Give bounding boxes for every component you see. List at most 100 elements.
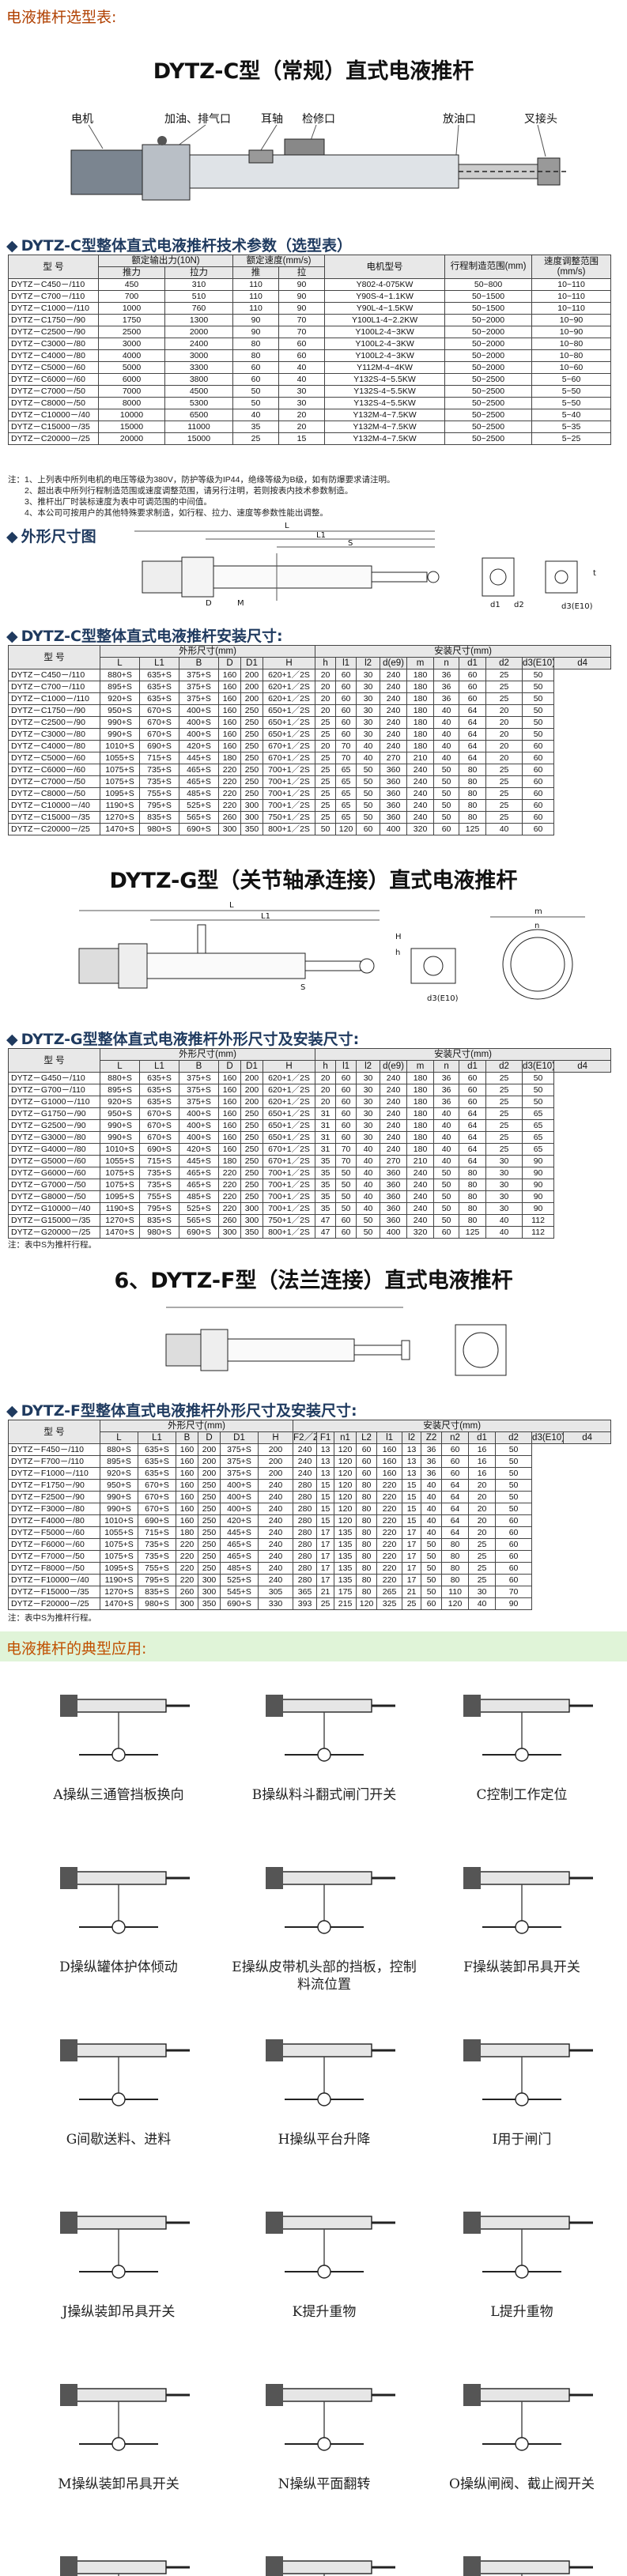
c-outline-diagram (134, 530, 578, 601)
table-cell: 50 (433, 787, 460, 800)
table-cell: 920+S (100, 692, 140, 705)
table-cell: 360 (380, 1202, 408, 1215)
table-cell: 80 (459, 764, 487, 776)
table-cell: 160 (218, 740, 241, 752)
table-cell: 1270+S (100, 1586, 138, 1598)
table-cell: 120 (441, 1597, 470, 1610)
table-cell: 80 (232, 349, 280, 362)
table-cell: 670+1／2S (262, 1155, 316, 1167)
table-cell: 15000 (164, 432, 234, 445)
table-cell: 80 (459, 1202, 487, 1215)
table-cell: 64 (441, 1491, 470, 1503)
application-label: A操纵三通管挡板换向 (53, 1787, 184, 1803)
table-cell: 375+S (179, 1072, 219, 1084)
table-cell: 10~90 (531, 314, 612, 326)
table-cell: DYTZ－C15000－/35 (8, 421, 99, 433)
table-cell: 60 (433, 823, 460, 835)
table-header-row: 型 号 外形尺寸(mm) 安装尺寸(mm) (8, 1420, 612, 1444)
table-cell: 250 (240, 764, 263, 776)
table-cell: 112 (522, 1226, 555, 1239)
table-cell: 3000 (98, 338, 165, 350)
application-label: C控制工作定位 (476, 1787, 568, 1803)
table-cell: 50~2000 (444, 349, 533, 362)
dim-label: n (534, 922, 540, 930)
table-cell: 180 (406, 704, 435, 717)
header-cell: L2 (356, 1431, 378, 1444)
table-cell: 35 (315, 1155, 337, 1167)
slurry-valve-icon (24, 2529, 213, 2576)
table-cell: 70 (335, 1155, 357, 1167)
application-label: G间歇送料、进料 (66, 2132, 172, 2148)
table-cell: 160 (176, 1479, 198, 1492)
application-item: A操纵三通管挡板换向 (24, 1668, 213, 1804)
table-cell: 50 (495, 1443, 533, 1456)
table-cell: 220 (376, 1491, 403, 1503)
table-cell: 15 (278, 432, 326, 445)
table-cell: 635+S (138, 1467, 176, 1480)
table-cell: 40 (485, 1214, 523, 1227)
table-cell: 240 (257, 1514, 294, 1527)
table-cell: 690+S (179, 823, 219, 835)
table-cell: 25 (485, 1119, 523, 1132)
table-cell: 160 (218, 704, 241, 717)
table-cell: 50 (335, 1179, 357, 1191)
table-cell: 735+S (139, 775, 179, 788)
table-cell: 350 (240, 823, 263, 835)
application-label: H操纵平台升降 (278, 2132, 371, 2148)
table-cell: DYTZ－G15000－/35 (8, 1214, 100, 1227)
table-cell: 320 (406, 823, 435, 835)
table-cell: 15 (316, 1514, 335, 1527)
table-cell: 40 (421, 1503, 443, 1515)
table-cell: 465+S (179, 775, 219, 788)
table-cell: 25 (485, 1107, 523, 1120)
application-label: N操纵平面翻转 (278, 2476, 371, 2492)
table-cell: 80 (356, 1586, 378, 1598)
table-cell: 1075+S (100, 775, 140, 788)
table-cell: 420+S (179, 1143, 219, 1156)
table-cell: 393 (293, 1597, 318, 1610)
table-cell: 50~2000 (444, 314, 533, 326)
table-cell: 8000 (98, 397, 165, 409)
table-cell: 265 (376, 1586, 403, 1598)
table-cell: 60 (335, 669, 357, 681)
table-cell: 650+1／2S (262, 1119, 316, 1132)
f-inst-title: ◆DYTZ-F型整体直式电液推杆外形尺寸及安装尺寸: (6, 1399, 357, 1420)
header-cell: m (406, 1060, 435, 1073)
table-cell: 735+S (139, 764, 179, 776)
table-cell: 90 (522, 1190, 555, 1203)
table-cell: 90 (278, 278, 326, 291)
table-cell: 50 (522, 728, 555, 741)
table-cell: 50 (433, 1179, 460, 1191)
table-cell: 180 (218, 752, 241, 764)
table-cell: 25 (315, 752, 337, 764)
table-cell: 160 (176, 1503, 198, 1515)
application-label: E操纵皮带机头部的挡板，控制料流位置 (232, 1959, 417, 1993)
table-cell: 13 (402, 1455, 422, 1468)
table-cell: 64 (459, 740, 487, 752)
table-cell: 15 (316, 1503, 335, 1515)
table-cell: 1010+S (100, 1514, 138, 1527)
g-inst-title: ◆DYTZ-G型整体直式电液推杆外形尺寸及安装尺寸: (6, 1028, 359, 1049)
table-cell: 30 (356, 1084, 381, 1096)
table-cell: DYTZ－C450－/110 (8, 278, 99, 291)
table-cell: 40 (433, 1119, 460, 1132)
table-cell: 80 (459, 799, 487, 812)
table-cell: 880+S (100, 669, 140, 681)
table-cell: 220 (376, 1479, 403, 1492)
table-cell: 220 (176, 1574, 198, 1586)
table-cell: 650+1／2S (262, 704, 316, 717)
table-cell: 13 (316, 1467, 335, 1480)
table-cell: 50~2500 (444, 373, 533, 386)
table-cell: 60 (335, 1107, 357, 1120)
table-cell: 160 (376, 1443, 403, 1456)
table-cell: 300 (218, 1226, 241, 1239)
table-cell: 25 (315, 716, 337, 729)
table-cell: 220 (218, 1167, 241, 1179)
table-cell: 200 (257, 1455, 294, 1468)
table-cell: 690+S (139, 740, 179, 752)
table-cell: 350 (198, 1597, 221, 1610)
table-cell: 30 (356, 1072, 381, 1084)
header-cell: L (100, 1431, 138, 1444)
